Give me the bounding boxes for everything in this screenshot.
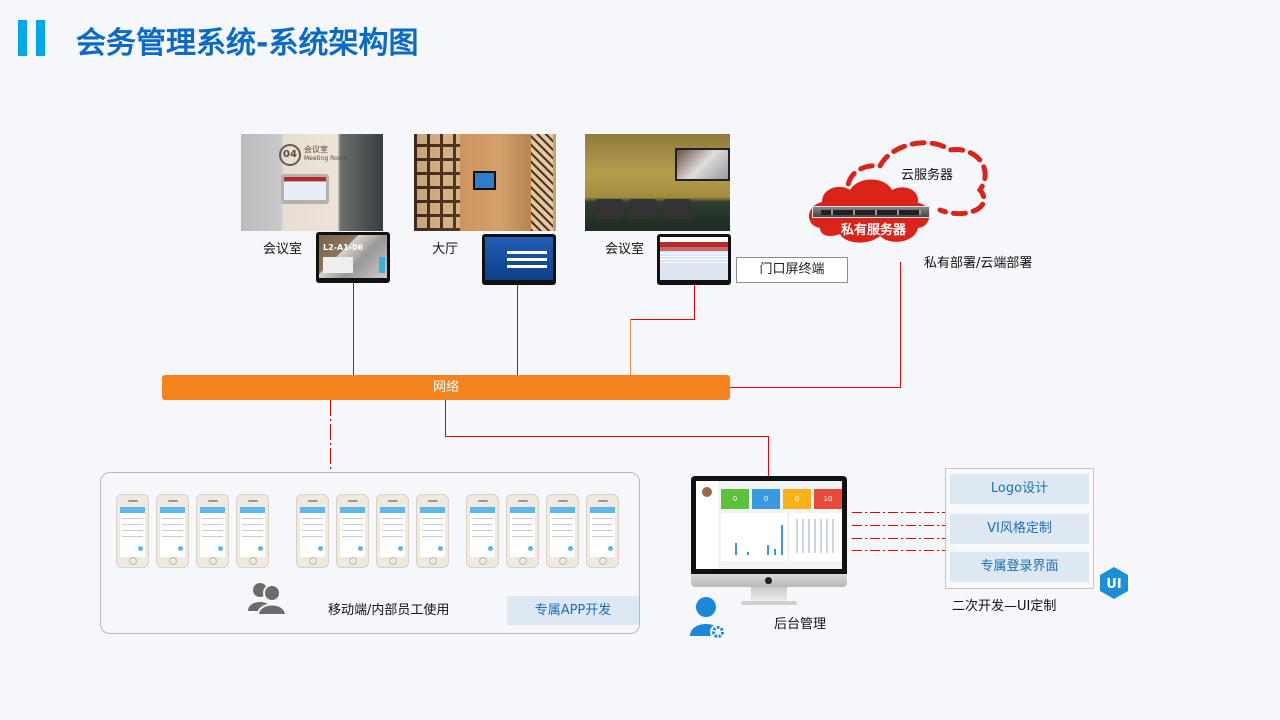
dashboard-stat-card: 0 — [752, 489, 780, 509]
ui-item-login-page: 专属登录界面 — [950, 552, 1089, 582]
phone-mockup — [296, 494, 329, 568]
mobile-label: 移动端/内部员工使用 — [328, 603, 450, 618]
phone-mockup — [466, 494, 499, 568]
hall-wall-screen — [675, 148, 730, 181]
link-line — [730, 387, 901, 388]
ui-custom-caption: 二次开发—UI定制 — [952, 599, 1057, 614]
room-name-sign: 会议室 — [304, 145, 328, 154]
phone-mockup — [586, 494, 619, 568]
phone-mockup — [236, 494, 269, 568]
link-line — [445, 400, 446, 436]
lobby-photo — [414, 134, 556, 231]
link-line — [630, 319, 631, 375]
ui-custom-panel: Logo设计 VI风格定制 专属登录界面 — [945, 468, 1094, 589]
cloud-server-label: 云服务器 — [901, 168, 954, 183]
title-accent-bar — [18, 20, 27, 56]
ui-badge-icon: UI — [1100, 567, 1128, 599]
dashboard-stat-card: 0 — [783, 489, 811, 509]
lobby-login-screen — [482, 234, 556, 285]
room-name-en-sign: Meeting Room — [304, 155, 348, 162]
meeting-room-door-photo: 04 会议室 Meeting Room — [241, 134, 383, 231]
venue-label: 会议室 — [263, 242, 303, 257]
phone-mockup — [376, 494, 409, 568]
mobile-section-frame — [100, 472, 640, 634]
gear-icon — [712, 626, 724, 638]
door-display — [281, 174, 329, 204]
cloud-diagram — [808, 140, 988, 243]
phone-mockup — [416, 494, 449, 568]
dashboard-calendar — [790, 513, 842, 561]
phone-mockup — [196, 494, 229, 568]
link-line — [517, 285, 518, 375]
phone-mockup — [546, 494, 579, 568]
deployment-label: 私有部署/云端部署 — [924, 256, 1033, 271]
room-number-badge: 04 — [279, 144, 301, 166]
apple-logo-icon — [765, 577, 772, 584]
phone-mockup — [156, 494, 189, 568]
link-line — [694, 285, 695, 319]
signage-code: L2-A1-06 — [323, 243, 364, 252]
title-accent-bar — [36, 20, 45, 56]
phone-mockup — [336, 494, 369, 568]
dashboard-bar-chart — [721, 513, 787, 561]
door-terminal-label: 门口屏终端 — [736, 257, 848, 283]
signage-tab — [379, 257, 385, 273]
private-server-label: 私有服务器 — [841, 223, 907, 238]
dashboard-stat-card: 10 — [814, 489, 842, 509]
wireless-link-dashed — [330, 400, 331, 472]
ui-link-dashed — [852, 512, 946, 513]
page-title: 会务管理系统-系统架构图 — [76, 26, 419, 61]
app-dev-badge: 专属APP开发 — [507, 596, 639, 625]
ui-item-vi-style: VI风格定制 — [950, 514, 1089, 544]
link-line — [353, 283, 354, 375]
room-signage-screen: L2-A1-06 — [316, 232, 390, 283]
lobby-wall-screen — [473, 171, 496, 190]
users-icon — [248, 583, 286, 615]
cloud-server-dashed-outline — [845, 140, 988, 216]
ui-link-dashed — [852, 538, 946, 539]
admin-user-icon — [690, 597, 726, 640]
backend-label: 后台管理 — [774, 617, 827, 632]
dashboard-stat-card: 0 — [721, 489, 749, 509]
phone-mockup — [116, 494, 149, 568]
ui-link-dashed — [852, 550, 946, 551]
phone-mockup — [506, 494, 539, 568]
link-line — [768, 436, 769, 476]
ui-badge-text: UI — [1106, 577, 1121, 592]
link-line — [900, 262, 901, 388]
schedule-table-screen — [657, 234, 731, 285]
link-line — [445, 436, 769, 437]
network-bus: 网络 — [162, 375, 730, 400]
signage-panel — [323, 257, 353, 273]
ui-link-dashed — [852, 525, 946, 526]
venue-label: 会议室 — [605, 242, 645, 257]
conference-hall-photo — [585, 134, 730, 231]
rack-server-icon — [812, 206, 930, 218]
venue-label: 大厅 — [432, 242, 459, 257]
link-line — [630, 319, 695, 320]
ui-item-logo: Logo设计 — [950, 474, 1089, 504]
